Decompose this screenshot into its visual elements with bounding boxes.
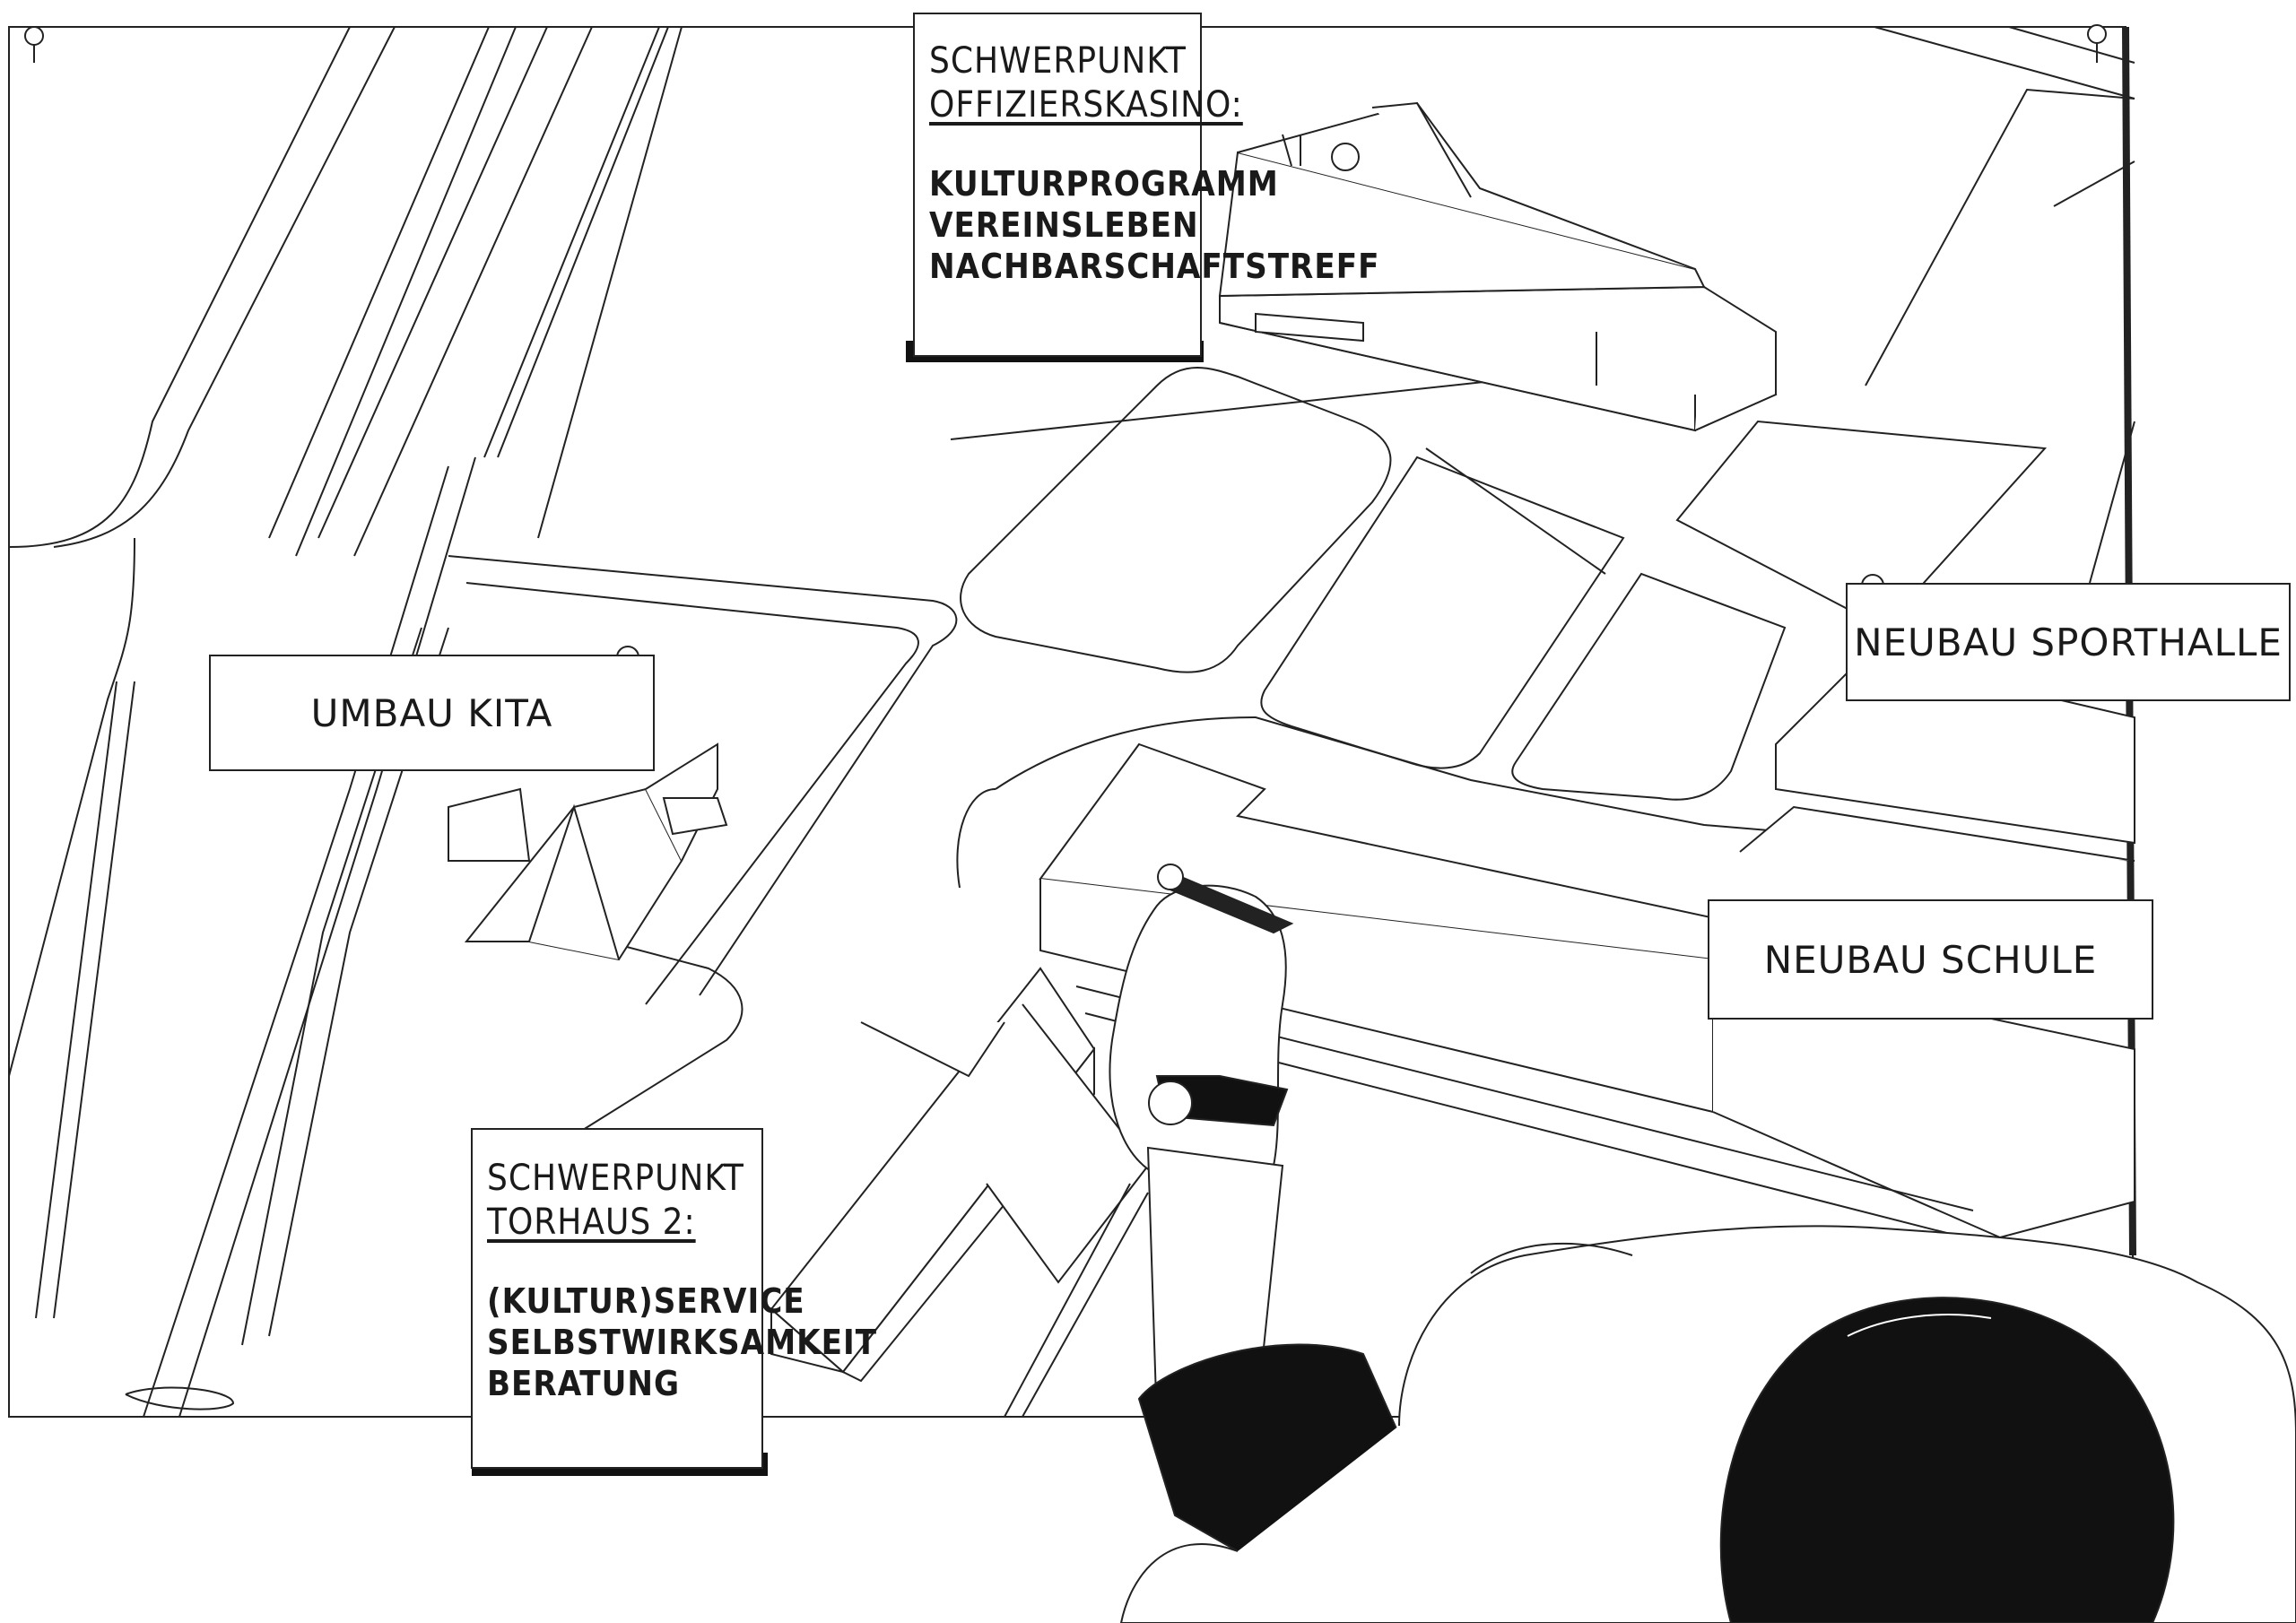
torhaus-item-1: (Kultur)Service xyxy=(487,1280,805,1321)
kita-building xyxy=(448,742,728,961)
site-paths xyxy=(448,26,2135,1131)
label-neubau-schule-text: Neubau Schule xyxy=(1763,937,2098,982)
label-umbau-kita-text: Umbau Kita xyxy=(310,690,553,735)
torhaus-heading-1: Schwerpunkt xyxy=(487,1158,744,1199)
kasino-note: Schwerpunkt Offizierskasino: Kulturprogr… xyxy=(913,13,1380,357)
label-umbau-kita: Umbau Kita xyxy=(209,655,655,771)
kasino-item-2: Vereinsleben xyxy=(929,204,1199,245)
road-left xyxy=(8,26,683,1418)
label-neubau-schule: Neubau Schule xyxy=(1708,899,2153,1020)
kasino-item-1: Kulturprogramm xyxy=(929,163,1279,204)
kasino-heading-1: Schwerpunkt xyxy=(929,40,1187,82)
label-neubau-sporthalle: Neubau Sporthalle xyxy=(1846,583,2291,701)
drawing-hand xyxy=(1109,864,1294,1427)
kasino-item-3: Nachbarschaftstreff xyxy=(929,247,1380,287)
kasino-heading-2: Offizierskasino: xyxy=(929,83,1243,126)
parking-stripes xyxy=(1004,1183,1149,1418)
torhaus-note: Schwerpunkt Torhaus 2: (Kultur)Service S… xyxy=(471,1128,878,1469)
torhaus-item-2: Selbstwirksamkeit xyxy=(487,1322,878,1362)
label-neubau-sporthalle-text: Neubau Sporthalle xyxy=(1854,620,2283,664)
torhaus-item-3: Beratung xyxy=(487,1364,680,1404)
kasino-building xyxy=(1218,101,1778,432)
torhaus-heading-2: Torhaus 2: xyxy=(487,1201,696,1243)
torhaus-building xyxy=(770,967,1150,1383)
person-silhouette xyxy=(1119,1225,2296,1623)
